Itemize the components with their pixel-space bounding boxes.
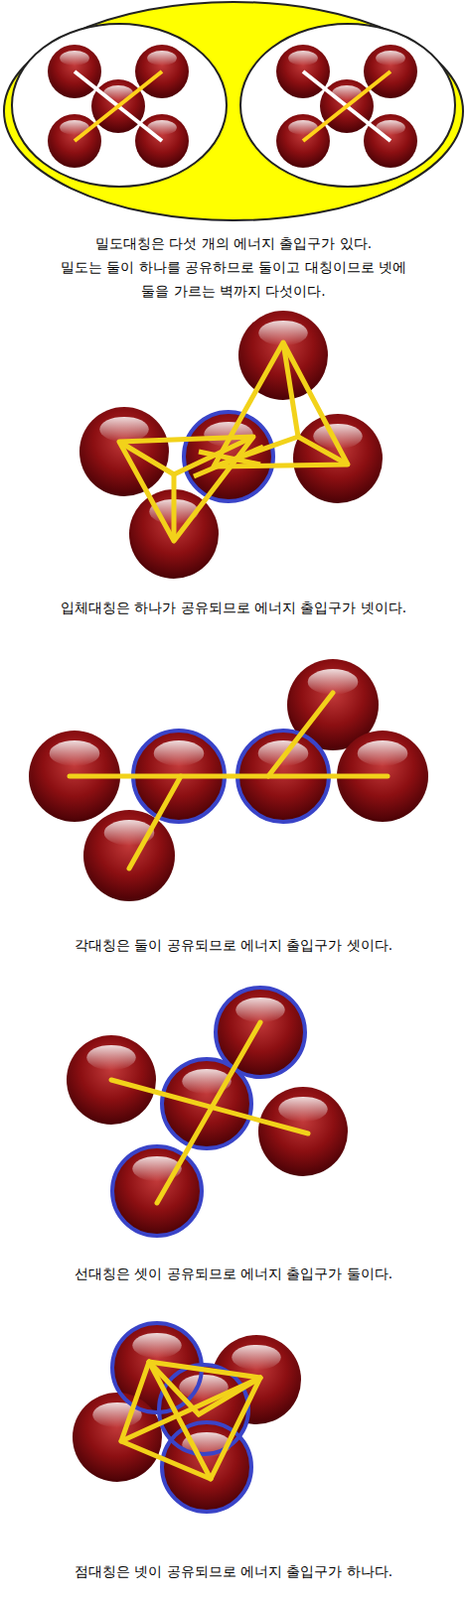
caption-text: 점대칭은 넷이 공유되므로 에너지 출입구가 하나다.: [0, 1563, 467, 1582]
yellow-ellipse: [3, 1, 464, 221]
caption-text: 각대칭은 둘이 공유되므로 에너지 출입구가 셋이다.: [0, 936, 467, 955]
white-chamber: [11, 23, 227, 187]
white-chamber: [240, 23, 456, 187]
sphere-pyramid: [72, 1324, 302, 1514]
sphere-chain: [28, 659, 429, 903]
sphere-group: [47, 44, 189, 168]
caption-text: 입체대칭은 하나가 공유되므로 에너지 출입구가 넷이다.: [0, 599, 467, 618]
caption-text: 둘을 가르는 벽까지 다섯이다.: [0, 282, 467, 301]
caption-text: 밀도는 둘이 하나를 공유하므로 둘이고 대칭이므로 넷에: [0, 258, 467, 277]
sphere-cross: [66, 988, 348, 1238]
sphere-group: [276, 44, 418, 168]
caption-text: 밀도대칭은 다섯 개의 에너지 출입구가 있다.: [0, 234, 467, 253]
tetrahedra: [79, 311, 383, 580]
caption-text: 선대칭은 셋이 공유되므로 에너지 출입구가 둘이다.: [0, 1265, 467, 1284]
